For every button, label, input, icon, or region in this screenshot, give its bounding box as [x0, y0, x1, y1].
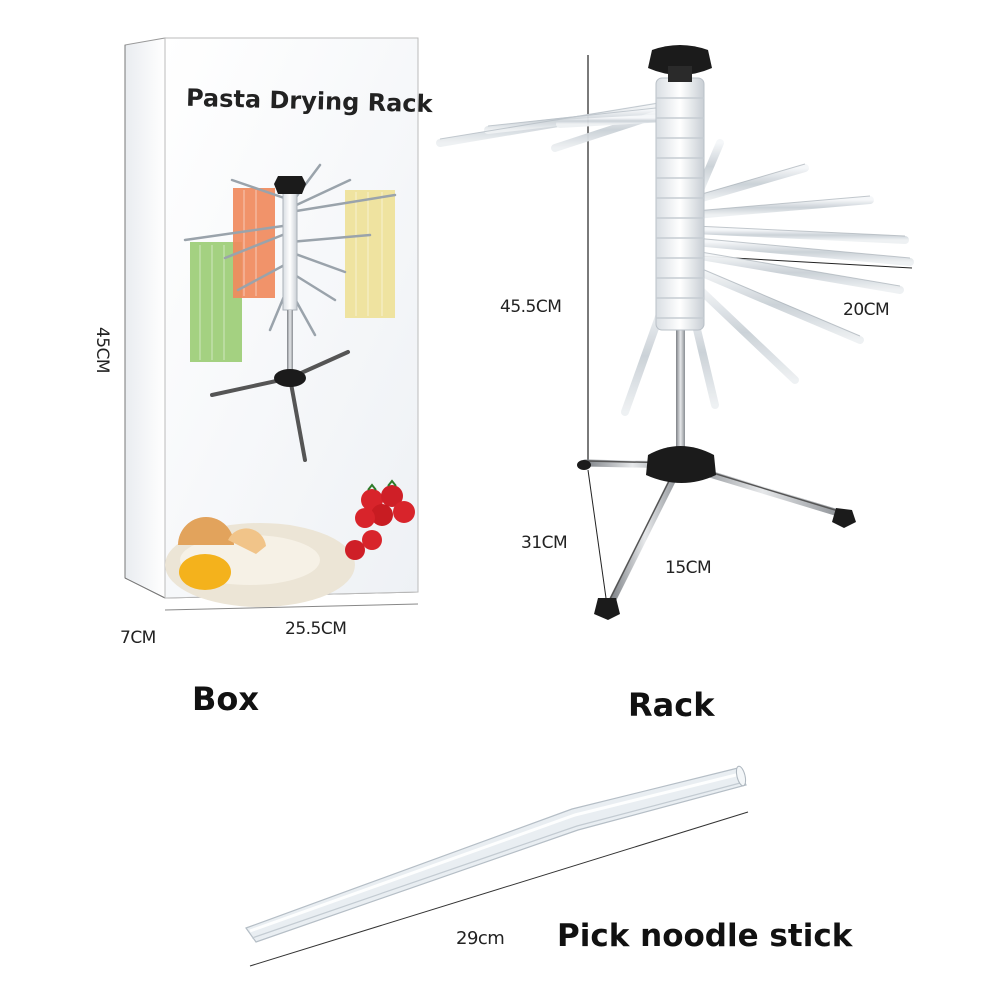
box-side-panel — [124, 37, 166, 599]
rack-leg-span-label: 31CM — [521, 533, 568, 553]
box-package — [124, 37, 419, 611]
rack-leg-span-dimension-line — [587, 469, 607, 599]
rack-center-post — [676, 320, 685, 455]
rack-column — [655, 77, 705, 331]
rack-height-label: 45.5CM — [500, 297, 562, 317]
rack-foot-left — [577, 460, 591, 470]
stick-length-dimension-line — [249, 811, 749, 967]
egg-yolk — [179, 554, 231, 590]
rack-foot-right — [832, 508, 856, 528]
box-rack-knob — [274, 176, 306, 194]
rack-top-knob — [648, 45, 712, 75]
box-height-label: 45CM — [92, 326, 113, 374]
rack-leg-label: 15CM — [665, 558, 712, 578]
pasta-orange — [233, 188, 275, 298]
box-section-label: Box — [192, 680, 260, 718]
rack-foot-front — [594, 598, 620, 620]
rack-base-hub — [646, 446, 716, 483]
rack-product — [436, 45, 914, 620]
box-width-dimension-line — [164, 603, 419, 611]
tomatoes — [345, 479, 415, 560]
box-width-label: 25.5CM — [285, 619, 347, 639]
box-rack-illustration — [183, 163, 397, 462]
rack-section-label: Rack — [628, 686, 715, 724]
stick-length-label: 29cm — [456, 928, 505, 949]
rack-arm-label: 20CM — [843, 300, 890, 320]
stick-section-label: Pick noodle stick — [557, 918, 853, 954]
noodle-stick — [245, 765, 749, 967]
eggshell — [178, 517, 234, 545]
box-depth-label: 7CM — [120, 628, 156, 648]
pasta-yellow — [345, 190, 395, 318]
